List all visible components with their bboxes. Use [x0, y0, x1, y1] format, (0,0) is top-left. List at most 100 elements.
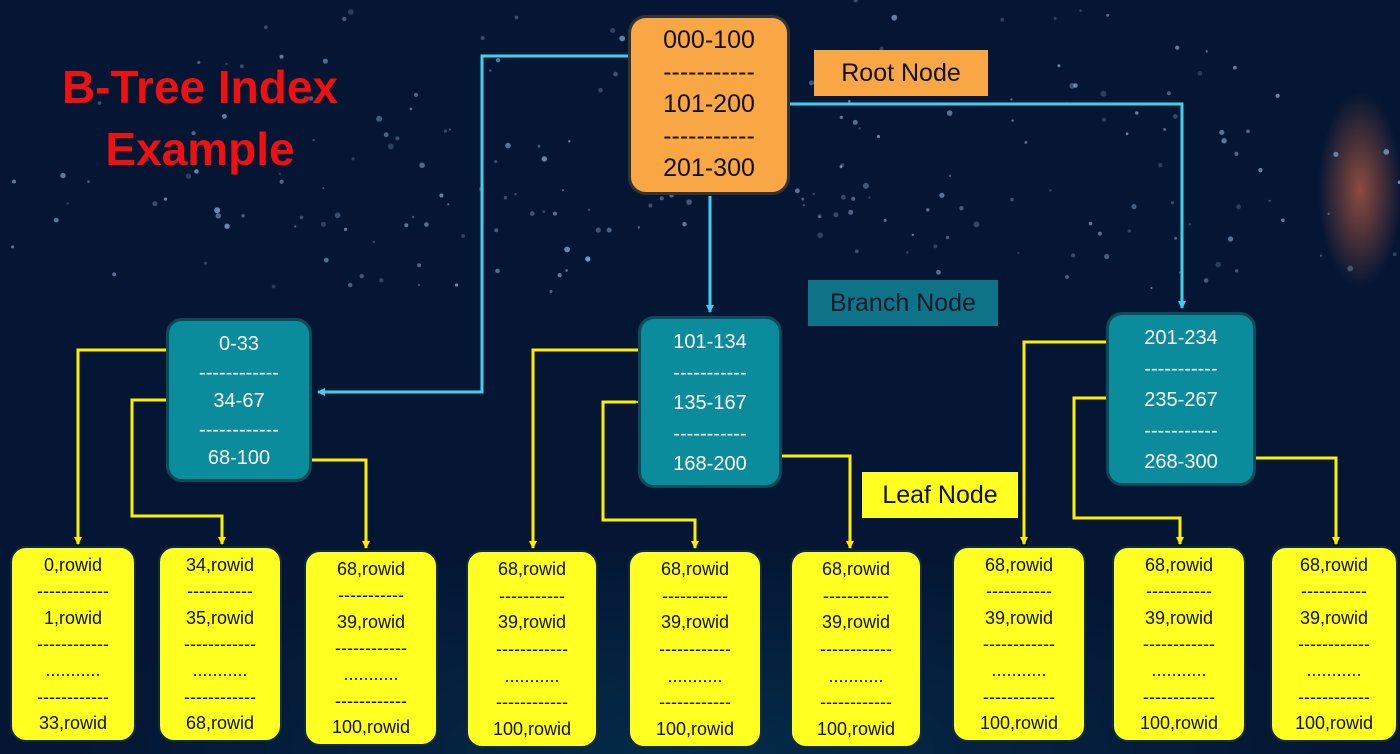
- leaf-node-5: 68,rowid ----------- 39,rowid ----------…: [628, 550, 762, 748]
- leaf-divider: ------------: [820, 692, 892, 713]
- leaf-divider: ------------: [335, 637, 407, 658]
- background-dot: [1000, 17, 1005, 22]
- leaf-entry: 33,rowid: [38, 712, 108, 733]
- background-dot: [659, 196, 664, 201]
- background-dot: [66, 202, 69, 205]
- background-dot: [1246, 129, 1250, 134]
- branch-2-to-leaf-6-arrow: [759, 452, 854, 549]
- leaf-entry: 35,rowid: [185, 607, 255, 628]
- background-dot: [12, 179, 16, 184]
- background-dot: [225, 62, 228, 65]
- root-node: 000-100 ----------- 101-200 ----------- …: [628, 15, 790, 195]
- background-dot: [1281, 218, 1285, 223]
- leaf-divider: ------------: [1143, 633, 1215, 654]
- leaf-divider: ------------: [37, 686, 109, 707]
- leaf-divider: ------------: [1298, 633, 1370, 654]
- leaf-node-2: 34,rowid ----------- 35,rowid ----------…: [158, 546, 282, 742]
- background-dot: [879, 46, 884, 51]
- leaf-ellipsis: ...........: [45, 660, 101, 681]
- root-range-2: 101-200: [663, 90, 755, 118]
- leaf-entry: 68,rowid: [1299, 555, 1369, 575]
- leaf-entry: 100,rowid: [816, 718, 896, 739]
- branch-3-to-leaf-8-arrow: [1072, 394, 1184, 545]
- leaf-divider: ------------: [659, 638, 731, 659]
- branch-1-to-leaf-2-arrow: [130, 396, 226, 545]
- leaf-node-label: Leaf Node: [862, 472, 1018, 518]
- leaf-node-9: 68,rowid ----------- 39,rowid ----------…: [1270, 546, 1398, 742]
- branch-divider-1: -----------: [1144, 358, 1218, 380]
- leaf-entry: 39,rowid: [1144, 607, 1214, 628]
- leaf-entry: 100,rowid: [1139, 712, 1219, 733]
- leaf-divider: ------------: [983, 633, 1055, 654]
- background-dot: [1333, 151, 1339, 157]
- leaf-entry: 68,rowid: [1144, 555, 1214, 575]
- branch-range-3: 268-300: [1144, 451, 1218, 473]
- background-dot: [1166, 91, 1171, 96]
- leaf-divider: ------------: [335, 690, 407, 711]
- background-dot: [808, 80, 814, 86]
- background-dot: [274, 144, 278, 148]
- background-dot: [279, 179, 284, 184]
- background-dot: [1397, 180, 1400, 185]
- background-dot: [610, 28, 616, 33]
- leaf-ellipsis: ...........: [504, 665, 560, 686]
- background-dot: [1079, 9, 1082, 12]
- background-dot: [891, 14, 898, 21]
- background-dot: [1327, 212, 1330, 215]
- diagram-title-line-1: B-Tree Index: [61, 61, 339, 113]
- background-dot: [1234, 151, 1239, 156]
- root-range-1: 000-100: [663, 26, 755, 54]
- background-dot: [1057, 64, 1061, 68]
- root-divider-2: -----------: [663, 122, 755, 150]
- background-dot: [191, 131, 196, 136]
- leaf-entry: 68,rowid: [497, 559, 567, 579]
- background-dot: [11, 245, 15, 249]
- leaf-divider: ------------: [820, 638, 892, 659]
- background-dot: [312, 138, 315, 142]
- leaf-entry: 100,rowid: [655, 718, 735, 739]
- background-dot: [480, 36, 485, 40]
- branch-node-3: 201-234 ----------- 235-267 ----------- …: [1106, 312, 1256, 486]
- diagram-title: B-Tree Index Example: [40, 56, 360, 180]
- leaf-divider: ------------: [184, 686, 256, 707]
- branch-3-to-leaf-9-arrow: [1247, 454, 1340, 545]
- branch-divider-1: ------------: [199, 361, 279, 384]
- background-dot: [112, 272, 116, 277]
- background-dot: [279, 54, 284, 59]
- leaf-node-1: 0,rowid ------------ 1,rowid -----------…: [10, 546, 136, 742]
- background-dot: [1053, 17, 1057, 20]
- background-dot: [308, 96, 314, 101]
- branch-2-to-leaf-5-arrow: [601, 398, 699, 549]
- background-dot: [1073, 83, 1078, 88]
- leaf-entry: 68,rowid: [984, 555, 1054, 575]
- branch-range-1: 0-33: [218, 333, 260, 355]
- background-dot: [204, 261, 207, 265]
- leaf-divider: -----------: [986, 581, 1052, 602]
- leaf-ellipsis: ...........: [828, 665, 884, 686]
- background-dot: [264, 25, 268, 30]
- branch-range-2: 135-167: [673, 392, 747, 414]
- leaf-ellipsis: ...........: [991, 660, 1047, 681]
- leaf-entry: 68,rowid: [821, 559, 891, 579]
- background-dot: [250, 81, 253, 85]
- leaf-node-6: 68,rowid ----------- 39,rowid ----------…: [790, 550, 922, 748]
- leaf-entry: 39,rowid: [984, 607, 1054, 628]
- leaf-entry: 68,rowid: [185, 712, 255, 733]
- leaf-entry: 39,rowid: [497, 612, 567, 633]
- leaf-entry: 39,rowid: [336, 611, 406, 632]
- leaf-entry: 100,rowid: [331, 716, 411, 737]
- leaf-entry: 39,rowid: [821, 612, 891, 633]
- background-dot: [1215, 261, 1221, 268]
- background-dot: [185, 173, 192, 179]
- leaf-divider: -----------: [499, 585, 565, 606]
- branch-range-1: 101-134: [673, 331, 747, 353]
- leaf-ellipsis: ...........: [192, 660, 248, 681]
- background-dot: [342, 16, 347, 22]
- leaf-divider: -----------: [1301, 581, 1367, 602]
- background-dot: [239, 64, 244, 69]
- background-dot: [97, 101, 102, 105]
- leaf-divider: -----------: [823, 585, 889, 606]
- branch-divider-2: ------------: [199, 418, 279, 441]
- leaf-node-4: 68,rowid ----------- 39,rowid ----------…: [466, 550, 598, 748]
- branch-range-3: 68-100: [207, 447, 271, 469]
